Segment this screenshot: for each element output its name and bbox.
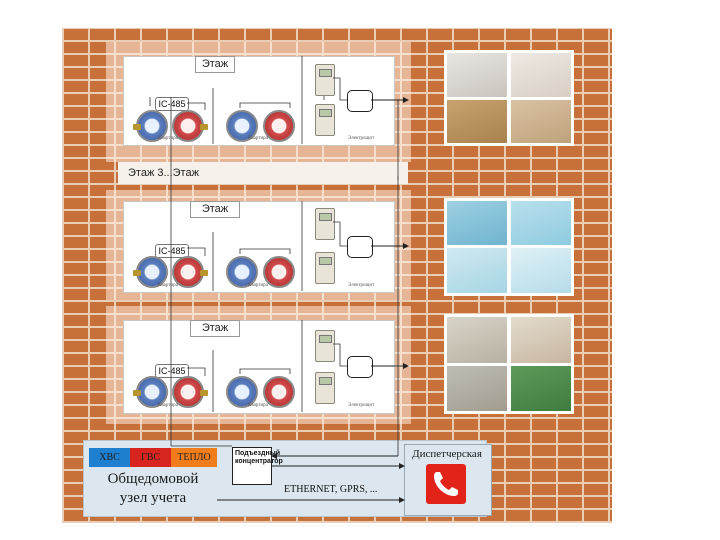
meter-fitting [200,124,208,130]
window-pane [511,53,571,97]
electric-panel-label: Электрощит [348,136,375,141]
window-living-room [444,50,574,146]
floors-range-label: Этаж 3...Этаж [128,167,199,179]
interface-label: IC-485 [155,244,189,258]
electric-panel-label: Электрощит [348,283,375,288]
apartment-label: Квартира [248,136,268,141]
heat-tag: ТЕПЛО [171,448,217,467]
hot-water-meter [263,110,295,142]
hot-water-tag: ГВС [130,448,171,467]
cold-water-meter [226,110,258,142]
meter-fitting [200,270,208,276]
electric-meter [315,372,335,404]
electric-meter [315,252,335,284]
window-pane [511,317,571,363]
electric-meter [315,330,335,362]
converter-box [347,236,373,258]
cold-water-meter [226,376,258,408]
floors-range-band [118,162,408,184]
converter-box [347,90,373,112]
hot-water-meter [263,376,295,408]
apartment-label: Квартира [158,136,178,141]
apartment-label: Квартира [158,403,178,408]
meter-fitting [200,390,208,396]
meter-fitting [133,270,141,276]
window-pane [447,53,507,97]
node-title-line1: Общедомовой [107,471,199,487]
meter-fitting [133,390,141,396]
window-pane [447,248,507,293]
cold-water-tag: ХВС [89,448,130,467]
hot-water-meter [172,376,204,408]
interface-label: IC-485 [155,364,189,378]
concentrator-box: Подъездный концентратор [232,447,283,485]
dispatcher-title: Диспетчерская [412,448,482,460]
window-pane [447,100,507,143]
electric-meter [315,64,335,96]
floor-title: Этаж [195,56,235,73]
cold-water-meter [136,376,168,408]
window-pane [511,366,571,411]
cold-water-meter [226,256,258,288]
electric-meter [315,104,335,136]
window-pane [511,201,571,245]
floor-title: Этаж [190,201,240,218]
window-pane [447,201,507,245]
window-pane [447,366,507,411]
electric-meter [315,208,335,240]
window-reading-man [444,314,574,414]
apartment-label: Квартира [158,283,178,288]
apartment-label: Квартира [248,283,268,288]
phone-handset-icon [426,464,466,504]
node-title-line2: узел учета [119,490,187,506]
floor-title: Этаж [190,320,240,337]
window-bathroom [444,198,574,296]
phone-handset-glyph [434,472,458,496]
apartment-label: Квартира [248,403,268,408]
interface-label: IC-485 [155,97,189,111]
hot-water-meter [263,256,295,288]
converter-box [347,356,373,378]
meter-fitting [133,124,141,130]
window-pane [511,248,571,293]
electric-panel-label: Электрощит [348,403,375,408]
network-label: ETHERNET, GPRS, ... [284,484,378,495]
window-pane [511,100,571,143]
window-pane [447,317,507,363]
